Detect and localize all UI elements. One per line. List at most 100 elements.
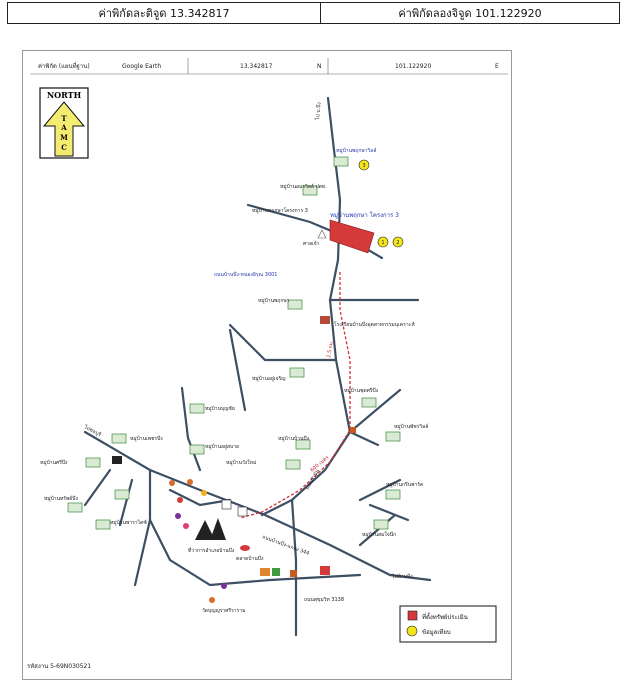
place-label: หมู่บ้านพฤกษาโครงการ 3 — [252, 207, 308, 214]
lon-value: 101.122920 — [395, 63, 431, 70]
place-label: หมู่บ้านอยู่เจริญ — [252, 375, 286, 382]
subject-marker-1-label: 1 — [381, 240, 384, 246]
road-main-label: ถนนบ้านบึง-หนองอิรุณ 3001 — [214, 271, 277, 278]
place-label: หมู่บ้านพฤกษาวิลล์ — [336, 147, 376, 154]
job-id: รหัสงาน 5-69N030521 — [27, 663, 91, 670]
legend-comparable-swatch — [406, 625, 418, 637]
village-icon — [361, 397, 377, 408]
school-icon — [320, 316, 330, 324]
place-label: วัดบุญญราศรีราราม — [202, 607, 245, 614]
road-network — [83, 96, 432, 637]
north-letter-m: M — [60, 133, 68, 142]
road-east-short — [348, 430, 380, 447]
village-icon — [85, 457, 101, 468]
comparable-marker-3 — [358, 159, 370, 171]
subject-property: 1 2 — [329, 219, 404, 254]
subject-parcel — [329, 219, 375, 254]
road-lower-right-label: ไปบ้านบึง — [391, 573, 413, 580]
subject-marker-2 — [392, 236, 404, 248]
place-label: หมู่บ้านบุญชัย — [205, 405, 235, 412]
road-southwest-3 — [133, 518, 152, 587]
post-office-icon — [237, 506, 248, 517]
market-icon — [240, 545, 250, 551]
longitude-text: ค่าพิกัดลองจิจูด 101.122920 — [398, 7, 542, 20]
village-icon — [189, 444, 205, 455]
north-title: NORTH — [47, 90, 82, 100]
road-north-branch-1 — [180, 386, 202, 472]
road-south-3138 — [290, 498, 298, 637]
village-icon — [285, 459, 301, 470]
place-label: ตลาดบ้านบึง — [236, 555, 264, 562]
place-label: หมู่บ้านพฤกษา — [258, 297, 290, 304]
village-icon — [302, 185, 318, 196]
north-arrow-badge: NORTH T A M C — [39, 87, 89, 159]
temple-icon — [210, 518, 226, 540]
main-place-label: หมู่บ้านพฤกษา โครงการ 3 — [330, 211, 399, 219]
traffic-light-icon — [290, 570, 297, 577]
road-344-label: ถนนบ้านบึง-แกลง 344 — [261, 533, 310, 557]
legend-subject-label: ที่ตั้งทรัพย์ประเมิน — [422, 611, 468, 621]
road-north-label: ไป บ.บึง — [314, 101, 323, 121]
shop-icon — [183, 523, 189, 529]
north-letter-t: T — [61, 114, 67, 123]
place-label: หมู่บ้านศรีบึง — [40, 459, 68, 466]
road-east-diagonal — [348, 388, 402, 434]
road-town-inner — [168, 488, 232, 507]
distance-route — [239, 272, 351, 519]
shrine-icon — [317, 229, 327, 239]
village-icon — [114, 489, 130, 500]
place-label: หมู่บ้านพาราไดซ์ — [110, 519, 147, 526]
place-label: หมู่บ้านทรัพย์บึง — [44, 495, 78, 502]
road-3138-loop — [148, 468, 362, 587]
legend-comparable-label: ข้อมูลเทียบ — [422, 628, 451, 636]
place-label: หมู่บ้านเพชรบึง — [130, 435, 163, 442]
gas-station-icon — [169, 480, 175, 486]
latitude-text: ค่าพิกัดละติจูด 13.342817 — [98, 7, 230, 20]
road-se-3 — [358, 513, 397, 547]
lon-unit: E — [495, 63, 499, 70]
legend-subject-swatch — [407, 610, 418, 621]
village-icon — [385, 431, 401, 442]
village-icon — [95, 519, 111, 530]
mall-icon — [320, 566, 330, 575]
place-label: หมู่บ้านอมรวิลล์ ปตท. — [280, 183, 327, 190]
gas-station-icon — [187, 479, 193, 485]
place-label: หมู่บ้านอยู่สบาย — [205, 443, 239, 450]
village-icon — [373, 519, 389, 530]
coord-system-label: ค่าพิกัด (แผนที่ฐาน) — [38, 62, 90, 70]
railway-icon — [112, 456, 122, 464]
north-letter-a: A — [60, 123, 67, 132]
store-icon — [260, 568, 270, 576]
village-icon — [111, 433, 127, 444]
comparable-marker-3-label: 3 — [362, 163, 365, 169]
place-label: โรงเรียนบ้านบึงอุตสาหกรรมนุเคราะห์ — [334, 321, 415, 328]
village-icon — [287, 299, 303, 310]
source-label: Google Earth — [122, 63, 161, 70]
legend: ที่ตั้งทรัพย์ประเมิน ข้อมูลเทียบ — [399, 605, 497, 643]
temple-bottom-icon — [209, 597, 215, 603]
place-label: หมู่บ้านสมใจนึก — [362, 531, 396, 538]
road-west-branch — [228, 323, 338, 362]
subject-marker-2-label: 2 — [396, 240, 399, 246]
road-main-north-south — [260, 96, 352, 517]
traffic-light-icon — [350, 427, 356, 433]
shell-icon — [201, 490, 207, 496]
lat-unit: N — [317, 63, 322, 70]
road-north-branch-2 — [228, 328, 247, 412]
place-label: ศาลเจ้า — [303, 240, 320, 247]
map-coordinate-row: ค่าพิกัด (แผนที่ฐาน) Google Earth 13.342… — [30, 58, 508, 75]
hospital-icon — [175, 513, 181, 519]
hospital-icon — [221, 583, 227, 589]
village-icons — [67, 156, 401, 530]
temple-icon — [195, 520, 215, 540]
place-label: หมู่บ้านกรีนพาร์ค — [386, 481, 423, 488]
place-label: หมู่บ้านชุดศรีบึง — [344, 387, 379, 394]
road-southwest-1 — [83, 468, 112, 507]
place-label: หมู่บ้านวังใหม่ — [226, 459, 256, 466]
place-label: ที่ว่าการอำเภอบ้านบึง — [188, 547, 235, 554]
store-icon — [272, 568, 280, 576]
landmark-icons — [112, 229, 356, 603]
north-arrow-icon — [42, 101, 86, 157]
bank-icon — [177, 497, 183, 503]
